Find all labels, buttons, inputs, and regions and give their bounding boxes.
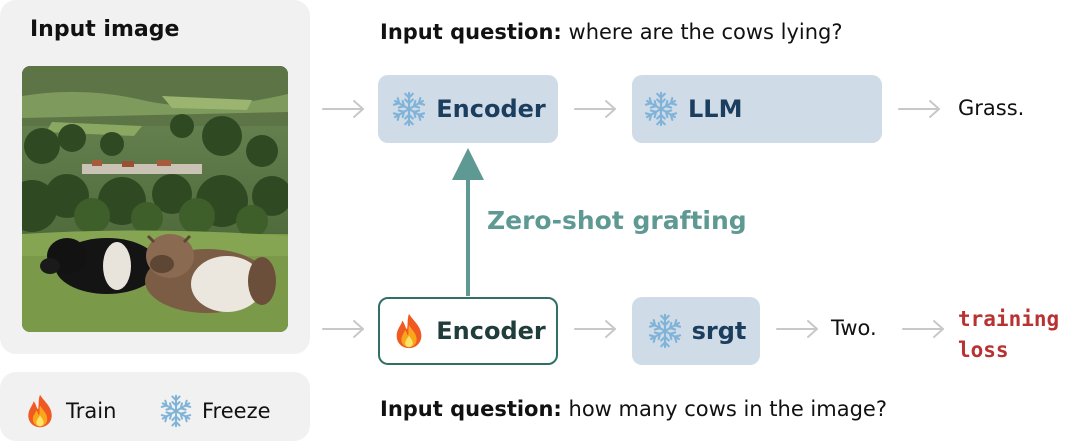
input-image: [22, 66, 288, 332]
bottom-question: Input question: how many cows in the ima…: [380, 397, 887, 421]
snowflake-icon: [642, 90, 680, 128]
legend-train: Train: [22, 393, 116, 429]
graft-label: Zero-shot grafting: [487, 206, 747, 235]
training-loss-line2: loss: [958, 338, 1009, 362]
graft-arrow: [452, 148, 484, 296]
bottom-output: Two.: [831, 316, 877, 340]
snowflake-icon: [390, 90, 428, 128]
surrogate-label: srgt: [691, 317, 747, 345]
snowflake-icon: [646, 312, 684, 350]
arrow-llm-to-output: [898, 100, 940, 118]
top-output: Grass.: [958, 96, 1025, 120]
training-loss-line1: training: [958, 307, 1060, 331]
llm-box: LLM: [632, 75, 882, 143]
arrow-srgt-to-output: [776, 320, 818, 338]
bottom-encoder-box: Encoder: [378, 297, 558, 365]
top-encoder-box: Encoder: [378, 75, 558, 143]
fire-icon: [390, 312, 428, 350]
legend-panel: Train Freeze: [0, 372, 310, 441]
arrow-image-to-top-encoder: [322, 100, 364, 118]
top-encoder-label: Encoder: [436, 95, 546, 123]
top-question-prefix: Input question:: [380, 20, 562, 44]
arrow-bottom-encoder-to-srgt: [574, 320, 616, 338]
legend-train-label: Train: [66, 399, 117, 423]
bottom-encoder-label: Encoder: [436, 317, 546, 345]
bottom-question-text: how many cows in the image?: [561, 397, 887, 421]
input-image-title: Input image: [30, 17, 180, 42]
arrow-top-encoder-to-llm: [574, 100, 616, 118]
top-question-text: where are the cows lying?: [561, 20, 843, 44]
training-loss: training loss: [958, 304, 1059, 366]
legend-freeze: Freeze: [158, 393, 271, 429]
input-image-panel: Input image: [0, 0, 310, 354]
arrow-image-to-bottom-encoder: [322, 320, 364, 338]
bottom-question-prefix: Input question:: [380, 397, 562, 421]
arrow-output-to-loss: [902, 320, 944, 338]
surrogate-box: srgt: [632, 297, 760, 365]
top-question: Input question: where are the cows lying…: [380, 20, 843, 44]
llm-label: LLM: [688, 95, 743, 123]
legend-freeze-label: Freeze: [202, 399, 271, 423]
